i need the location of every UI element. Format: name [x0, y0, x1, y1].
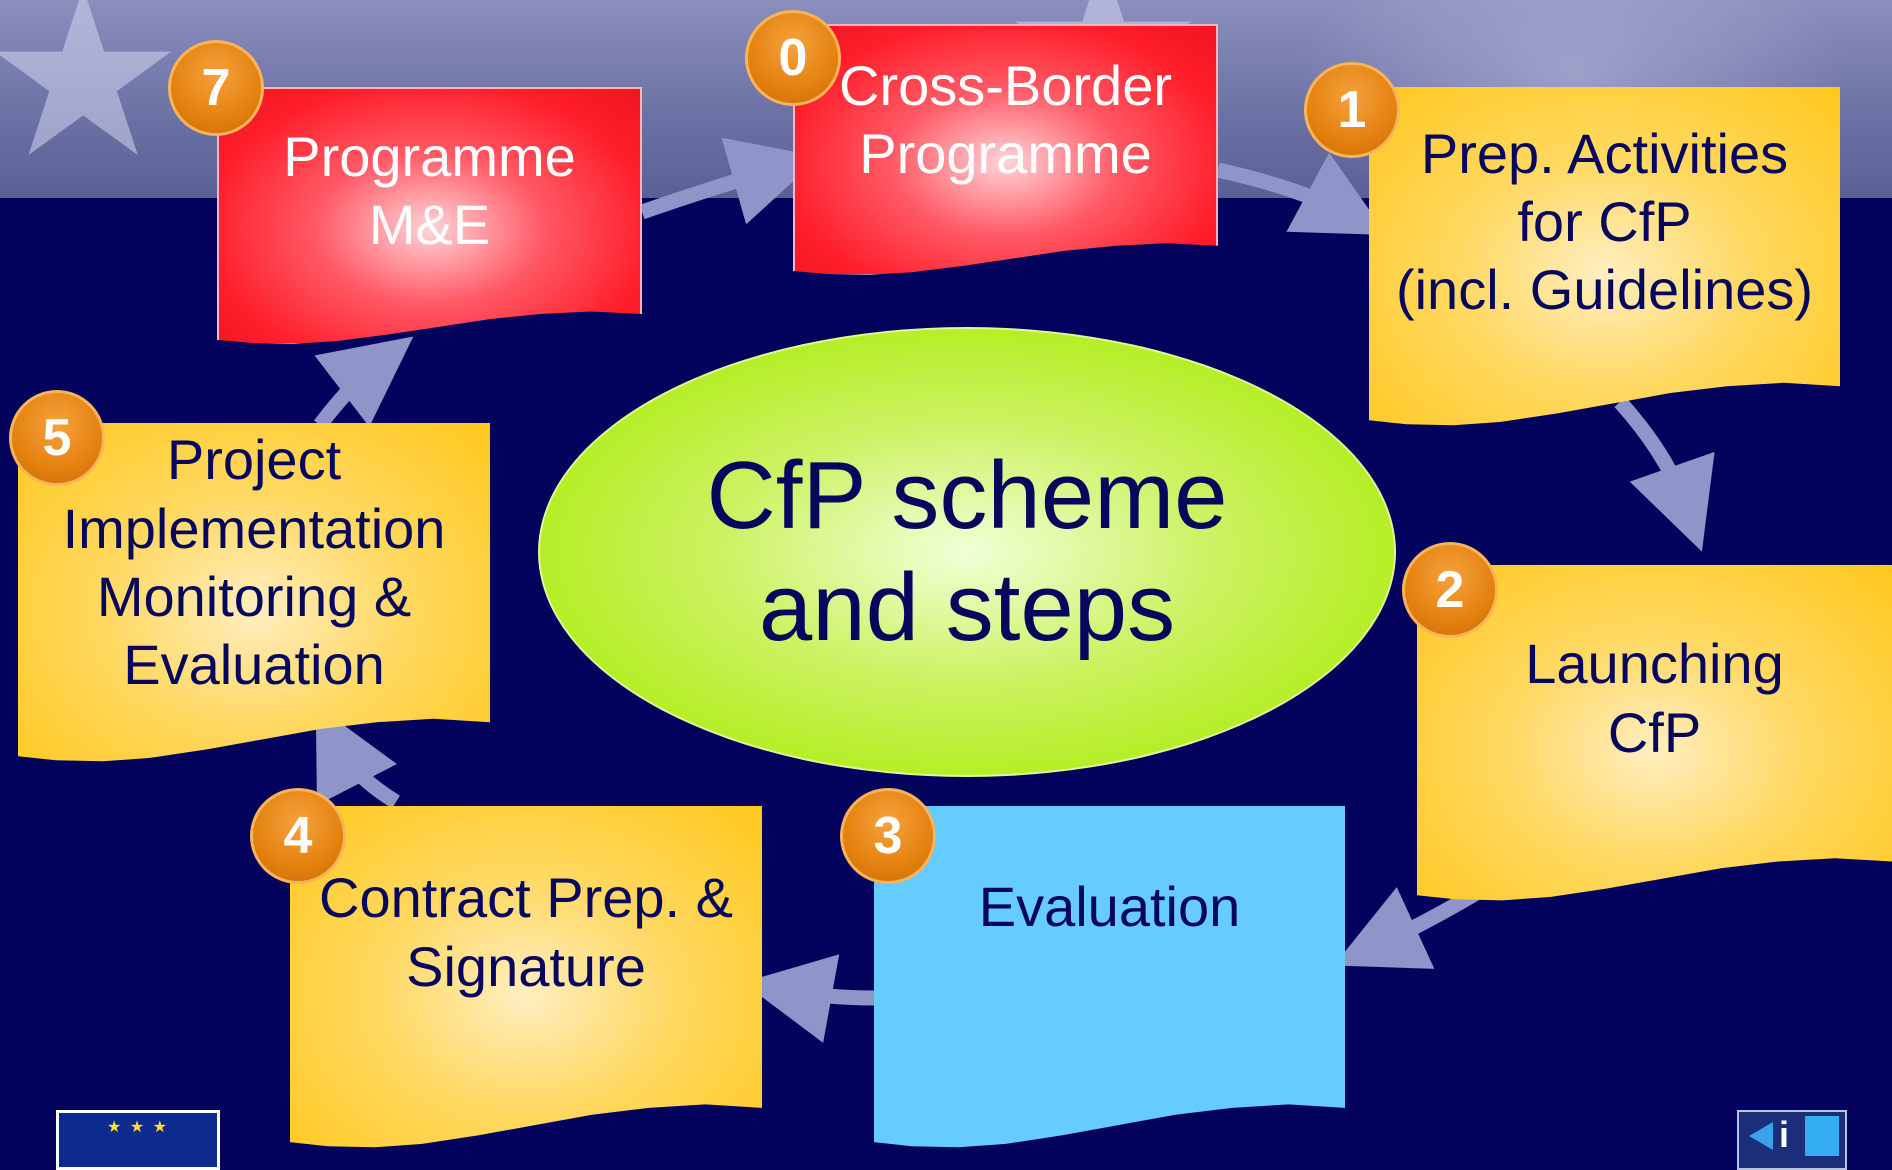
- arrow-3-to-4: [742, 954, 875, 1043]
- step-box-contract-prep: Contract Prep. & Signature: [290, 806, 762, 1148]
- step-badge-5: 5: [9, 390, 105, 486]
- star-decoration: ★: [0, 0, 187, 198]
- step-label: Launching CfP: [1525, 632, 1784, 764]
- step-label: Prep. Activities for CfP (incl. Guidelin…: [1395, 121, 1814, 322]
- step-label: Project Implementation Monitoring & Eval…: [62, 428, 446, 697]
- info-logo: i: [1737, 1110, 1847, 1170]
- info-block-icon: [1805, 1116, 1839, 1156]
- step-label: Contract Prep. & Signature: [319, 866, 733, 998]
- eu-flag-logo: ★ ★ ★: [56, 1110, 220, 1170]
- step-box-launching-cfp: Launching CfP: [1417, 565, 1892, 901]
- step-badge-2: 2: [1402, 542, 1498, 638]
- arrow-7-to-0: [639, 137, 821, 225]
- step-label: Cross-Border Programme: [839, 53, 1172, 185]
- step-badge-7: 7: [168, 40, 264, 136]
- center-title: CfP scheme and steps: [706, 441, 1228, 661]
- step-badge-1: 1: [1304, 62, 1400, 158]
- step-badge-0: 0: [745, 10, 841, 106]
- step-badge-3: 3: [840, 788, 936, 884]
- center-ellipse: CfP scheme and steps: [538, 327, 1396, 777]
- step-label: Evaluation: [978, 875, 1241, 939]
- step-box-cross-border-programme: Cross-Border Programme: [793, 24, 1218, 275]
- step-box-prep-activities: Prep. Activities for CfP (incl. Guidelin…: [1369, 87, 1840, 426]
- step-label: Programme M&E: [283, 124, 576, 256]
- arrow-2-to-3: [1333, 885, 1482, 969]
- arrow-1-to-2: [1614, 396, 1715, 552]
- info-icon: i: [1779, 1114, 1790, 1155]
- arrow-0-to-1: [1216, 152, 1387, 235]
- arrow-4-to-5: [315, 704, 400, 809]
- step-box-programme-me: Programme M&E: [217, 87, 642, 344]
- arrow-5-to-7: [314, 336, 414, 430]
- arrow-left-icon: [1749, 1122, 1773, 1150]
- eu-stars-icon: ★ ★ ★: [107, 1119, 169, 1136]
- step-box-project-implementation: Project Implementation Monitoring & Eval…: [18, 423, 490, 762]
- step-badge-4: 4: [250, 788, 346, 884]
- step-box-evaluation: Evaluation: [874, 806, 1345, 1148]
